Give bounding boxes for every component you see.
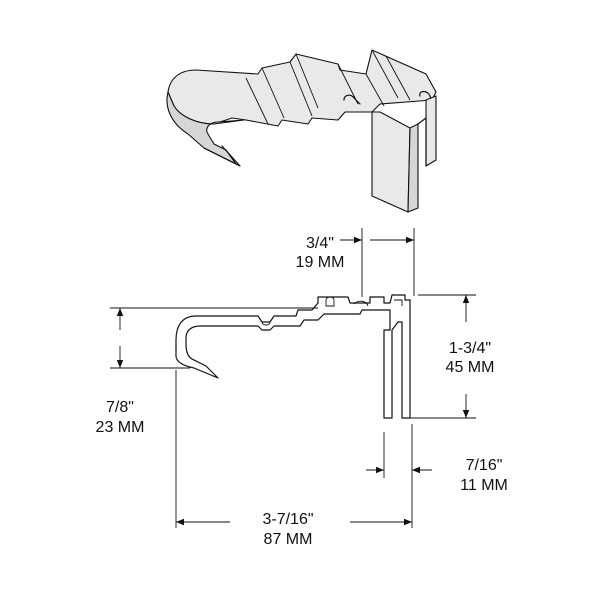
- dimension-lines: [110, 228, 476, 528]
- height-imperial: 1-3/4": [449, 340, 491, 357]
- nose-depth-imperial: 7/8": [106, 399, 134, 416]
- leg-width-metric: 11 MM: [460, 477, 508, 494]
- isometric-view: [166, 49, 437, 213]
- overall-width-imperial: 3-7/16": [262, 511, 313, 528]
- top-width-metric: 19 MM: [296, 254, 345, 271]
- leg-width-imperial: 7/16": [466, 457, 503, 474]
- nose-depth-metric: 23 MM: [96, 419, 145, 436]
- cross-section-profile: [175, 294, 411, 419]
- overall-width-metric: 87 MM: [264, 531, 313, 548]
- height-metric: 45 MM: [446, 359, 495, 376]
- top-width-imperial: 3/4": [306, 235, 334, 252]
- dimension-labels: 3/4" 19 MM 1-3/4" 45 MM 7/8" 23 MM 7/16"…: [96, 235, 508, 548]
